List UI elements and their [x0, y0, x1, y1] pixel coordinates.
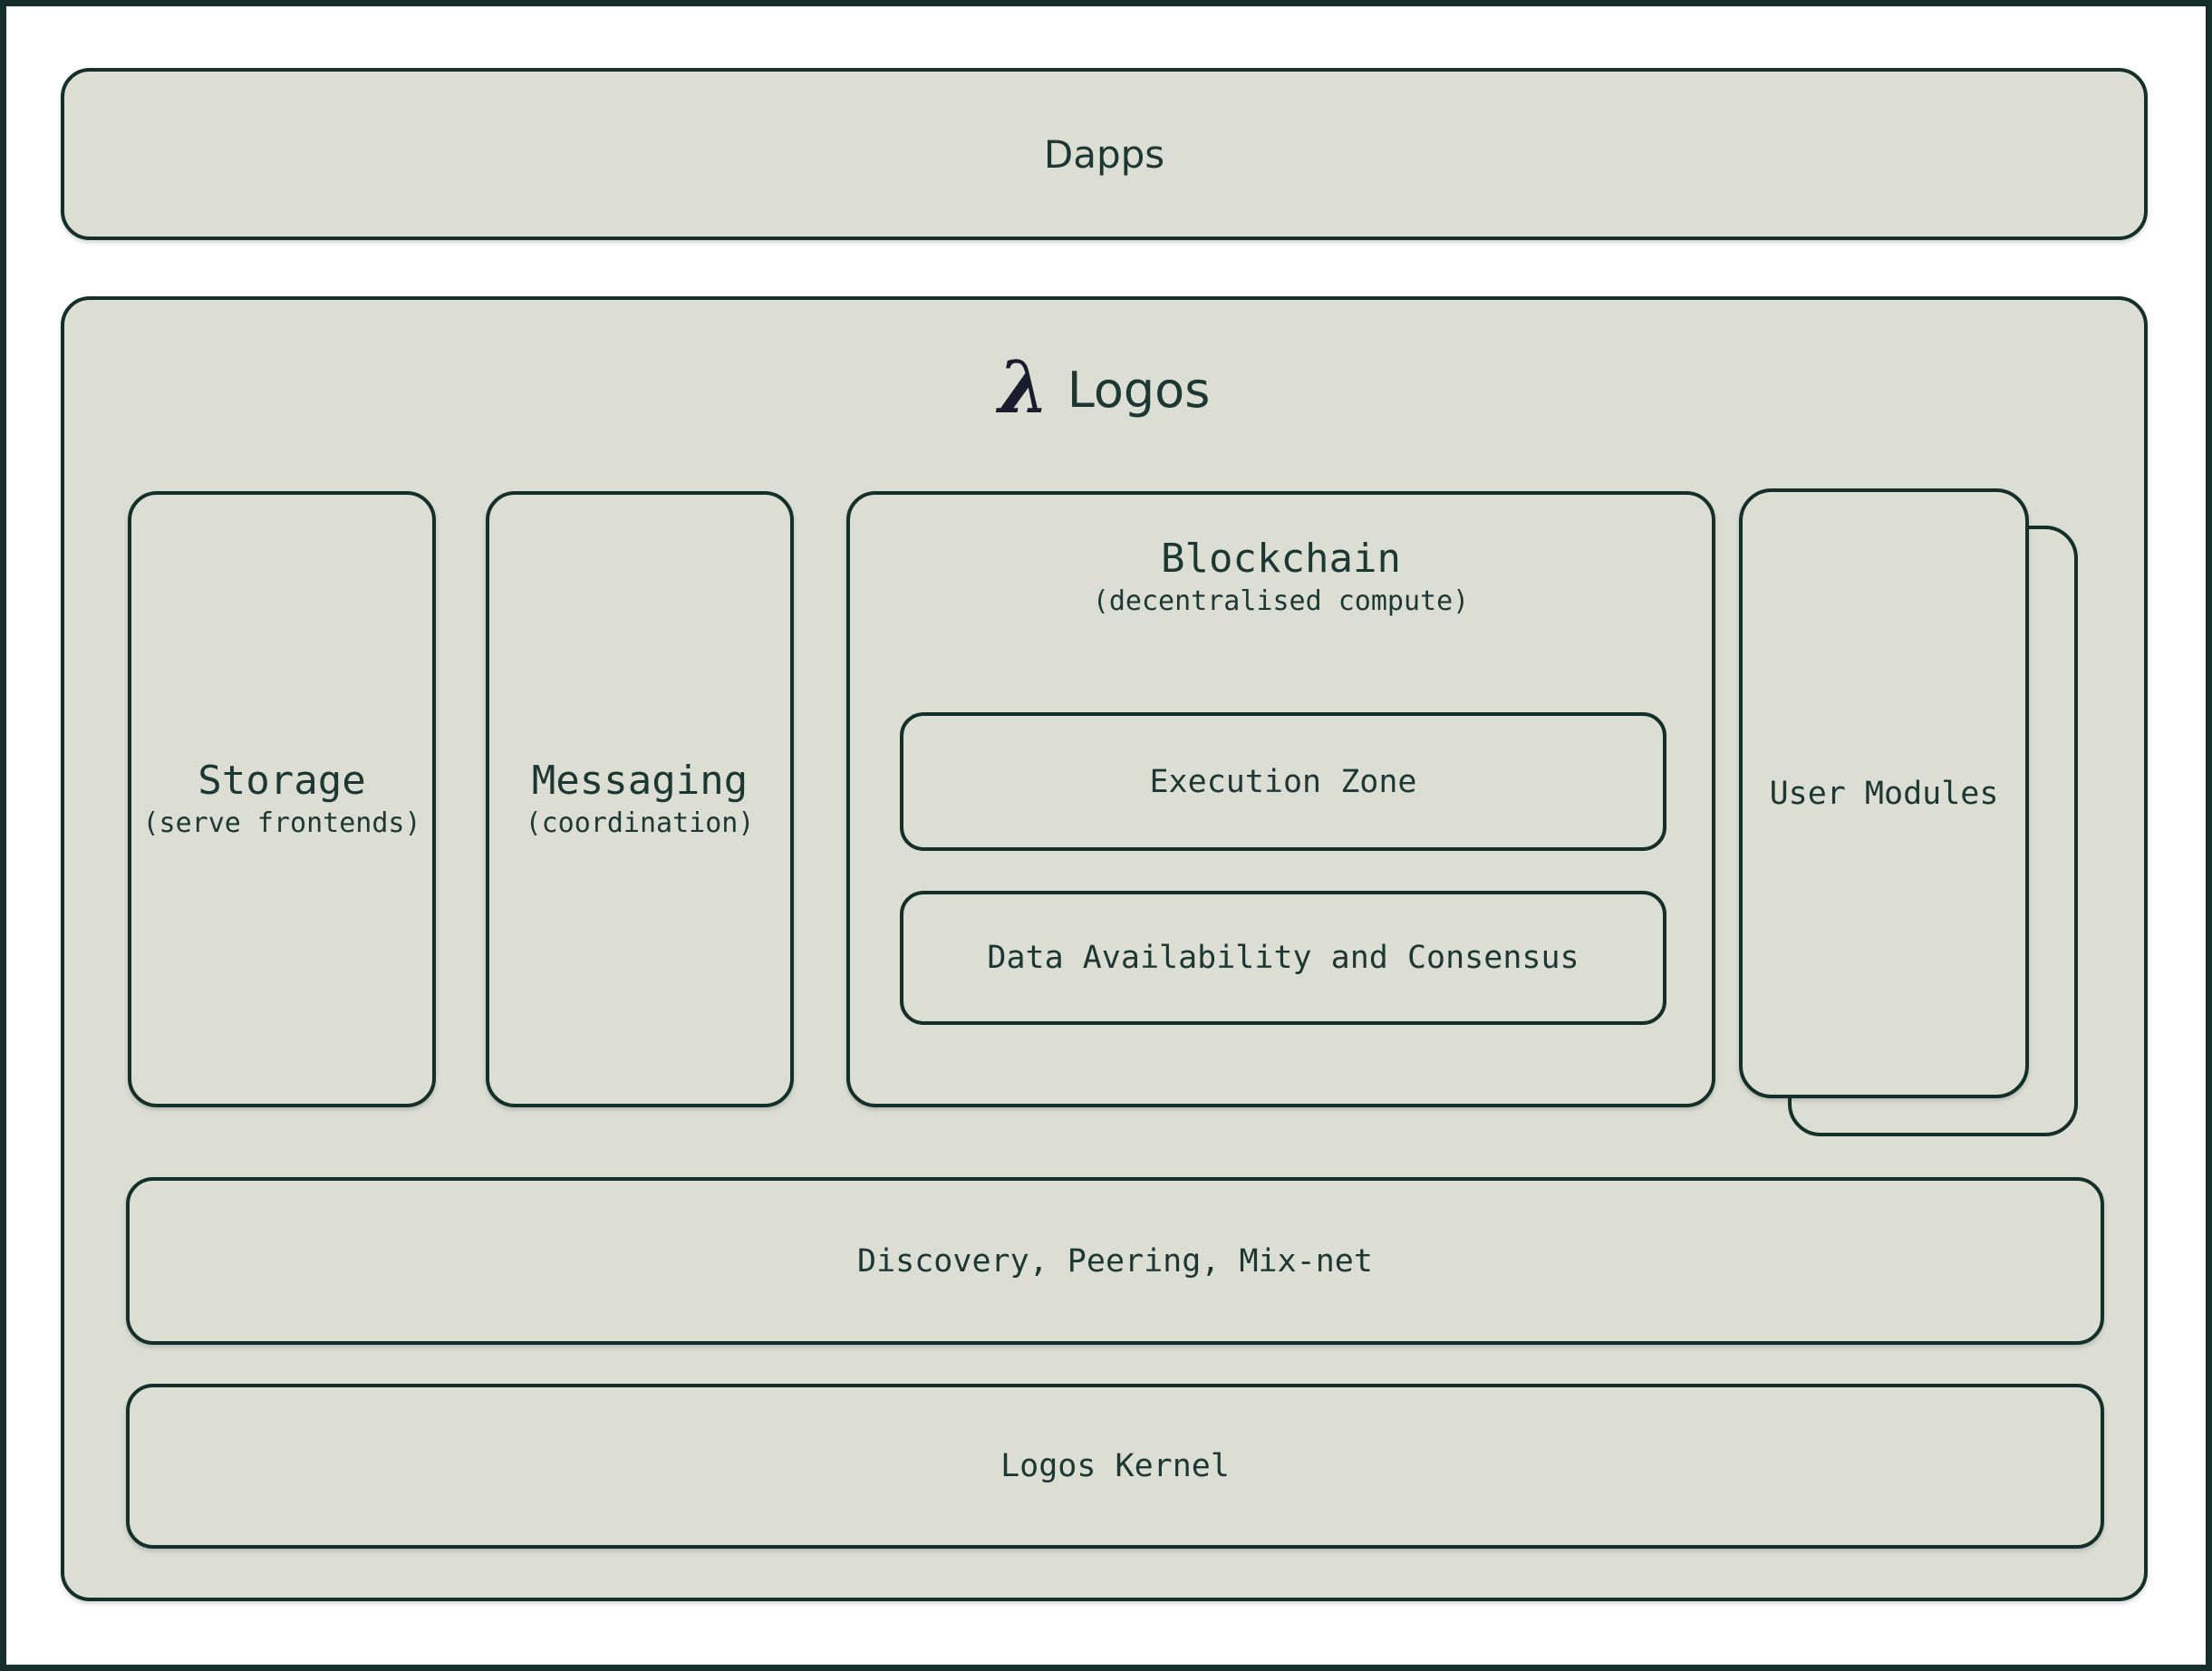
data-availability-label: Data Availability and Consensus: [987, 940, 1579, 976]
discovery-label: Discovery, Peering, Mix-net: [857, 1242, 1373, 1280]
storage-title: Storage: [198, 758, 366, 805]
lambda-icon: λ: [998, 344, 1049, 430]
blockchain-subtitle: (decentralised compute): [1092, 584, 1470, 617]
storage-subtitle: (serve frontends): [142, 807, 421, 839]
execution-zone-box: Execution Zone: [900, 712, 1666, 851]
discovery-bar: Discovery, Peering, Mix-net: [126, 1177, 2104, 1345]
data-availability-box: Data Availability and Consensus: [900, 891, 1666, 1025]
dapps-label: Dapps: [1043, 131, 1165, 177]
logos-container: λ Logos Storage (serve frontends) Messag…: [61, 296, 2148, 1601]
dapps-box: Dapps: [61, 68, 2148, 240]
user-modules-label: User Modules: [1769, 775, 1999, 812]
user-modules-card: User Modules: [1739, 488, 2029, 1098]
logos-title-text: Logos: [1067, 362, 1211, 419]
messaging-subtitle: (coordination): [525, 807, 755, 839]
storage-box: Storage (serve frontends): [128, 491, 436, 1107]
messaging-title: Messaging: [531, 758, 749, 805]
kernel-label: Logos Kernel: [1000, 1448, 1230, 1484]
execution-zone-label: Execution Zone: [1149, 763, 1417, 800]
blockchain-header: Blockchain (decentralised compute): [850, 536, 1712, 619]
blockchain-box: Blockchain (decentralised compute) Execu…: [846, 491, 1715, 1107]
kernel-bar: Logos Kernel: [126, 1384, 2104, 1549]
blockchain-title: Blockchain: [1161, 536, 1401, 582]
logos-title: λ Logos: [64, 338, 2144, 443]
messaging-box: Messaging (coordination): [486, 491, 794, 1107]
user-modules-stack: User Modules: [1739, 488, 2078, 1136]
